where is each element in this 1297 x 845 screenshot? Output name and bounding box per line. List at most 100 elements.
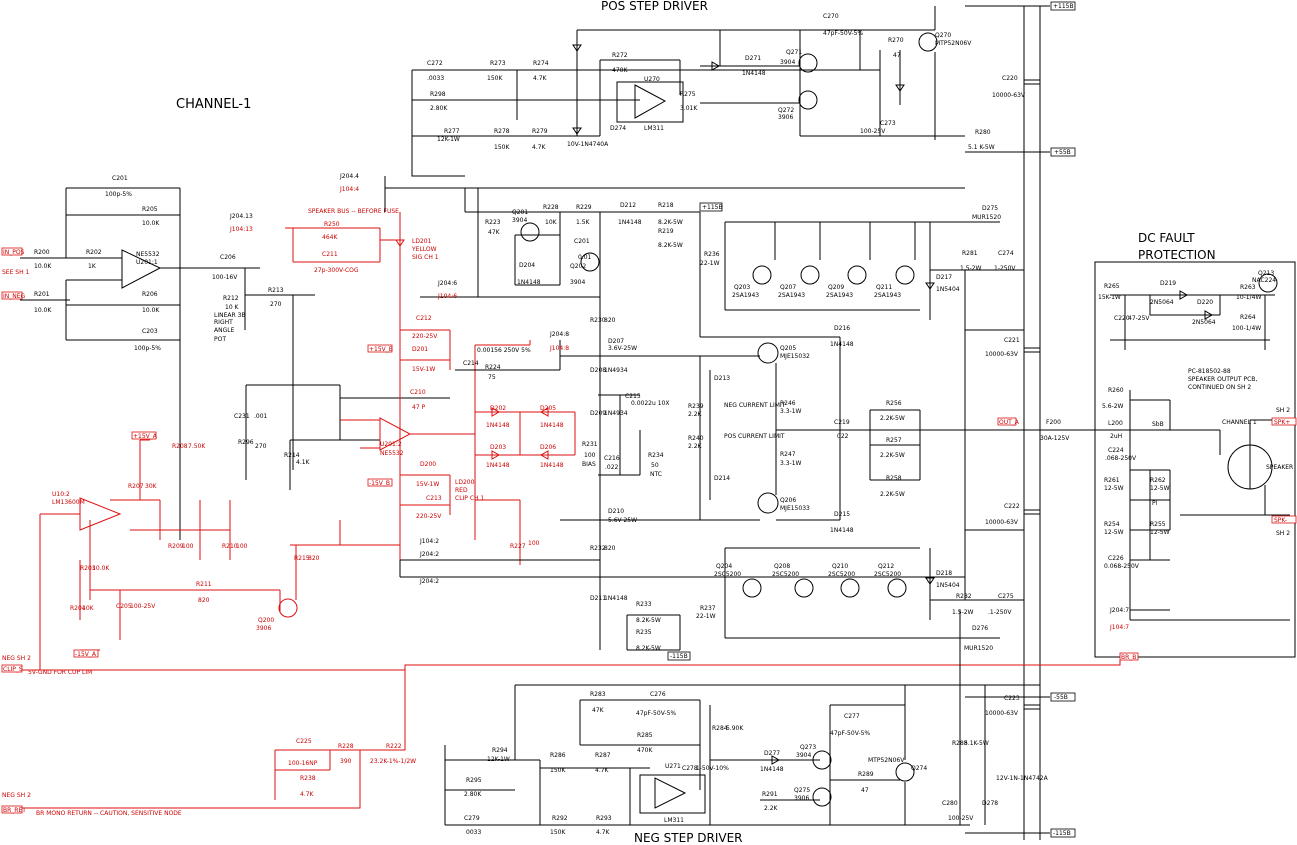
svg-text:L200: L200 [1108, 420, 1123, 427]
svg-text:220-25V: 220-25V [416, 513, 442, 520]
svg-text:D217: D217 [936, 274, 952, 281]
svg-text:SIG CH 1: SIG CH 1 [412, 254, 439, 261]
svg-text:R260: R260 [1108, 387, 1124, 394]
svg-text:U10:2: U10:2 [52, 491, 70, 498]
svg-text:3906: 3906 [778, 114, 793, 121]
svg-text:IN_POS: IN_POS [3, 249, 25, 256]
svg-text:270: 270 [270, 301, 282, 308]
svg-text:100p-5%: 100p-5% [134, 345, 161, 352]
svg-text:D216: D216 [834, 325, 850, 332]
svg-text:R204: R204 [70, 605, 86, 612]
svg-text:C274: C274 [998, 250, 1014, 257]
svg-text:R263: R263 [1240, 284, 1256, 291]
svg-text:RIGHT: RIGHT [214, 319, 233, 326]
svg-text:J104:6: J104:6 [437, 293, 457, 300]
svg-text:10000-63V: 10000-63V [992, 92, 1026, 99]
svg-text:47K: 47K [592, 707, 605, 714]
svg-text:12-5W: 12-5W [1150, 529, 1170, 536]
svg-text:R209: R209 [168, 543, 184, 550]
svg-text:R235: R235 [636, 629, 652, 636]
svg-text:R279: R279 [532, 128, 548, 135]
svg-text:0.068-250V: 0.068-250V [1104, 563, 1140, 570]
svg-text:3904: 3904 [796, 752, 811, 759]
svg-text:470K: 470K [612, 67, 628, 74]
svg-text:2.2K-5W: 2.2K-5W [880, 452, 905, 459]
svg-text:C224: C224 [1108, 447, 1124, 454]
left-ports: IN_POS SEE SH 1 IN_NEG NEG SH 2 CLIP_S 5… [1, 247, 182, 817]
svg-text:NTC: NTC [650, 471, 662, 478]
svg-text:150K: 150K [550, 829, 566, 836]
svg-text:4.1K: 4.1K [296, 459, 311, 466]
svg-text:.1-50V-10%: .1-50V-10% [694, 765, 729, 772]
svg-text:D275: D275 [982, 205, 998, 212]
svg-text:12-5W: 12-5W [1104, 529, 1124, 536]
svg-text:Q201: Q201 [512, 209, 528, 216]
svg-text:R288: R288 [952, 740, 968, 747]
svg-text:R250: R250 [324, 221, 340, 228]
svg-text:ANGLE: ANGLE [214, 327, 235, 334]
svg-text:Q274: Q274 [911, 765, 927, 772]
dc-fault-labels: R265 15K-1W C220 47-25V D219 2N5064 D220… [1040, 270, 1293, 631]
svg-text:D208: D208 [590, 367, 606, 374]
svg-text:POS CURRENT LIMIT: POS CURRENT LIMIT [724, 433, 785, 440]
svg-text:100-25V: 100-25V [860, 128, 886, 135]
svg-text:4.7K: 4.7K [533, 75, 548, 82]
svg-text:1K: 1K [88, 263, 97, 270]
dc-fault-title-1: DC FAULT [1138, 231, 1195, 245]
svg-text:R262: R262 [1150, 477, 1166, 484]
svg-text:D274: D274 [610, 125, 626, 132]
svg-text:4.7K: 4.7K [596, 829, 611, 836]
svg-text:15K-1W: 15K-1W [1098, 294, 1121, 301]
svg-text:0033: 0033 [466, 829, 481, 836]
svg-text:100-1/4W: 100-1/4W [1232, 325, 1261, 332]
svg-text:2SA1943: 2SA1943 [826, 292, 853, 299]
svg-text:Q205: Q205 [780, 345, 796, 352]
svg-text:-115B: -115B [670, 653, 688, 660]
svg-text:D214: D214 [714, 475, 730, 482]
svg-text:J104:13: J104:13 [229, 226, 253, 233]
svg-text:820: 820 [198, 597, 210, 604]
svg-text:47pF-50V-5%: 47pF-50V-5% [636, 710, 676, 717]
svg-text:+15V_A: +15V_A [133, 433, 158, 440]
svg-text:5.6V-25W: 5.6V-25W [608, 517, 637, 524]
svg-text:R214: R214 [284, 452, 300, 459]
svg-text:R283: R283 [590, 691, 606, 698]
svg-text:C221: C221 [1004, 337, 1020, 344]
svg-text:MJE15033: MJE15033 [780, 505, 810, 512]
svg-text:47: 47 [861, 787, 869, 794]
svg-text:Q206: Q206 [780, 497, 796, 504]
svg-text:470K: 470K [637, 747, 653, 754]
channel-title: CHANNEL-1 [176, 97, 251, 112]
svg-text:U201:2: U201:2 [380, 441, 402, 448]
svg-text:10000-63V: 10000-63V [985, 519, 1019, 526]
svg-text:SPEAKER: SPEAKER [1266, 464, 1293, 471]
svg-text:-15V_B: -15V_B [369, 480, 390, 487]
svg-text:D200: D200 [420, 461, 436, 468]
svg-text:10.0K: 10.0K [142, 220, 160, 227]
input-stage-labels: C201 100p-5% R205 10.0K NE5532 U201:1 R2… [34, 175, 311, 466]
svg-text:2N5064: 2N5064 [1192, 319, 1216, 326]
svg-text:2.2K-5W: 2.2K-5W [880, 415, 905, 422]
svg-text:12K-1W: 12K-1W [487, 756, 510, 763]
svg-text:D204: D204 [519, 262, 535, 269]
svg-text:MUR1520: MUR1520 [972, 214, 1001, 221]
svg-text:C279: C279 [464, 815, 480, 822]
svg-text:J204:2: J204:2 [419, 551, 439, 558]
svg-text:POT: POT [214, 336, 226, 343]
svg-text:100: 100 [528, 540, 540, 547]
svg-text:1N4148: 1N4148 [742, 70, 766, 77]
svg-text:C223: C223 [1004, 695, 1020, 702]
svg-text:15V-1W: 15V-1W [412, 366, 435, 373]
svg-text:2.2K: 2.2K [688, 411, 703, 418]
svg-text:CLIP_S: CLIP_S [3, 666, 23, 673]
svg-text:R284: R284 [712, 725, 728, 732]
svg-text:R210: R210 [222, 543, 238, 550]
svg-text:LM13600M: LM13600M [52, 499, 85, 506]
input-stage [20, 187, 450, 540]
svg-text:D219: D219 [1160, 280, 1176, 287]
svg-text:BR_B: BR_B [1121, 654, 1136, 661]
svg-text:+15V_B: +15V_B [369, 346, 393, 353]
svg-text:220-25V: 220-25V [412, 333, 438, 340]
svg-text:1.5K: 1.5K [576, 219, 591, 226]
svg-text:10V-1N4740A: 10V-1N4740A [567, 141, 609, 148]
